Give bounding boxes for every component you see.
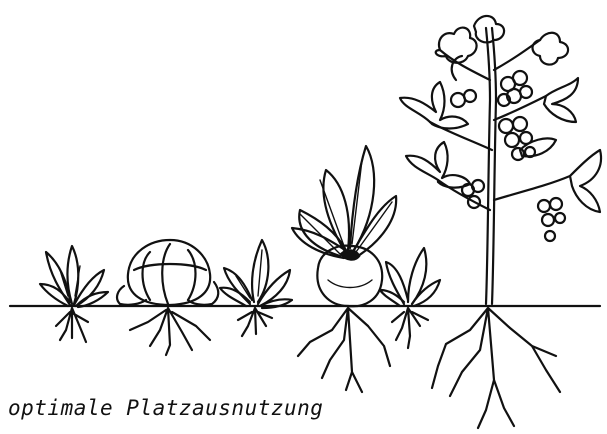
tomato-cluster-upper: [451, 71, 532, 107]
seedling-plant-1: [40, 246, 108, 342]
beetroot-plant: [292, 146, 396, 392]
tomato-cluster-middle: [499, 117, 535, 160]
caption-text: optimale Platzausnutzung: [8, 396, 323, 420]
tomato-cluster-lower-left: [462, 180, 484, 208]
tomato-cluster-lower-right: [538, 198, 565, 241]
seedling-plant-2: [220, 240, 292, 336]
cabbage-plant: [117, 240, 218, 355]
tomato-plant: [400, 16, 601, 428]
seedling-plant-3: [380, 248, 440, 348]
